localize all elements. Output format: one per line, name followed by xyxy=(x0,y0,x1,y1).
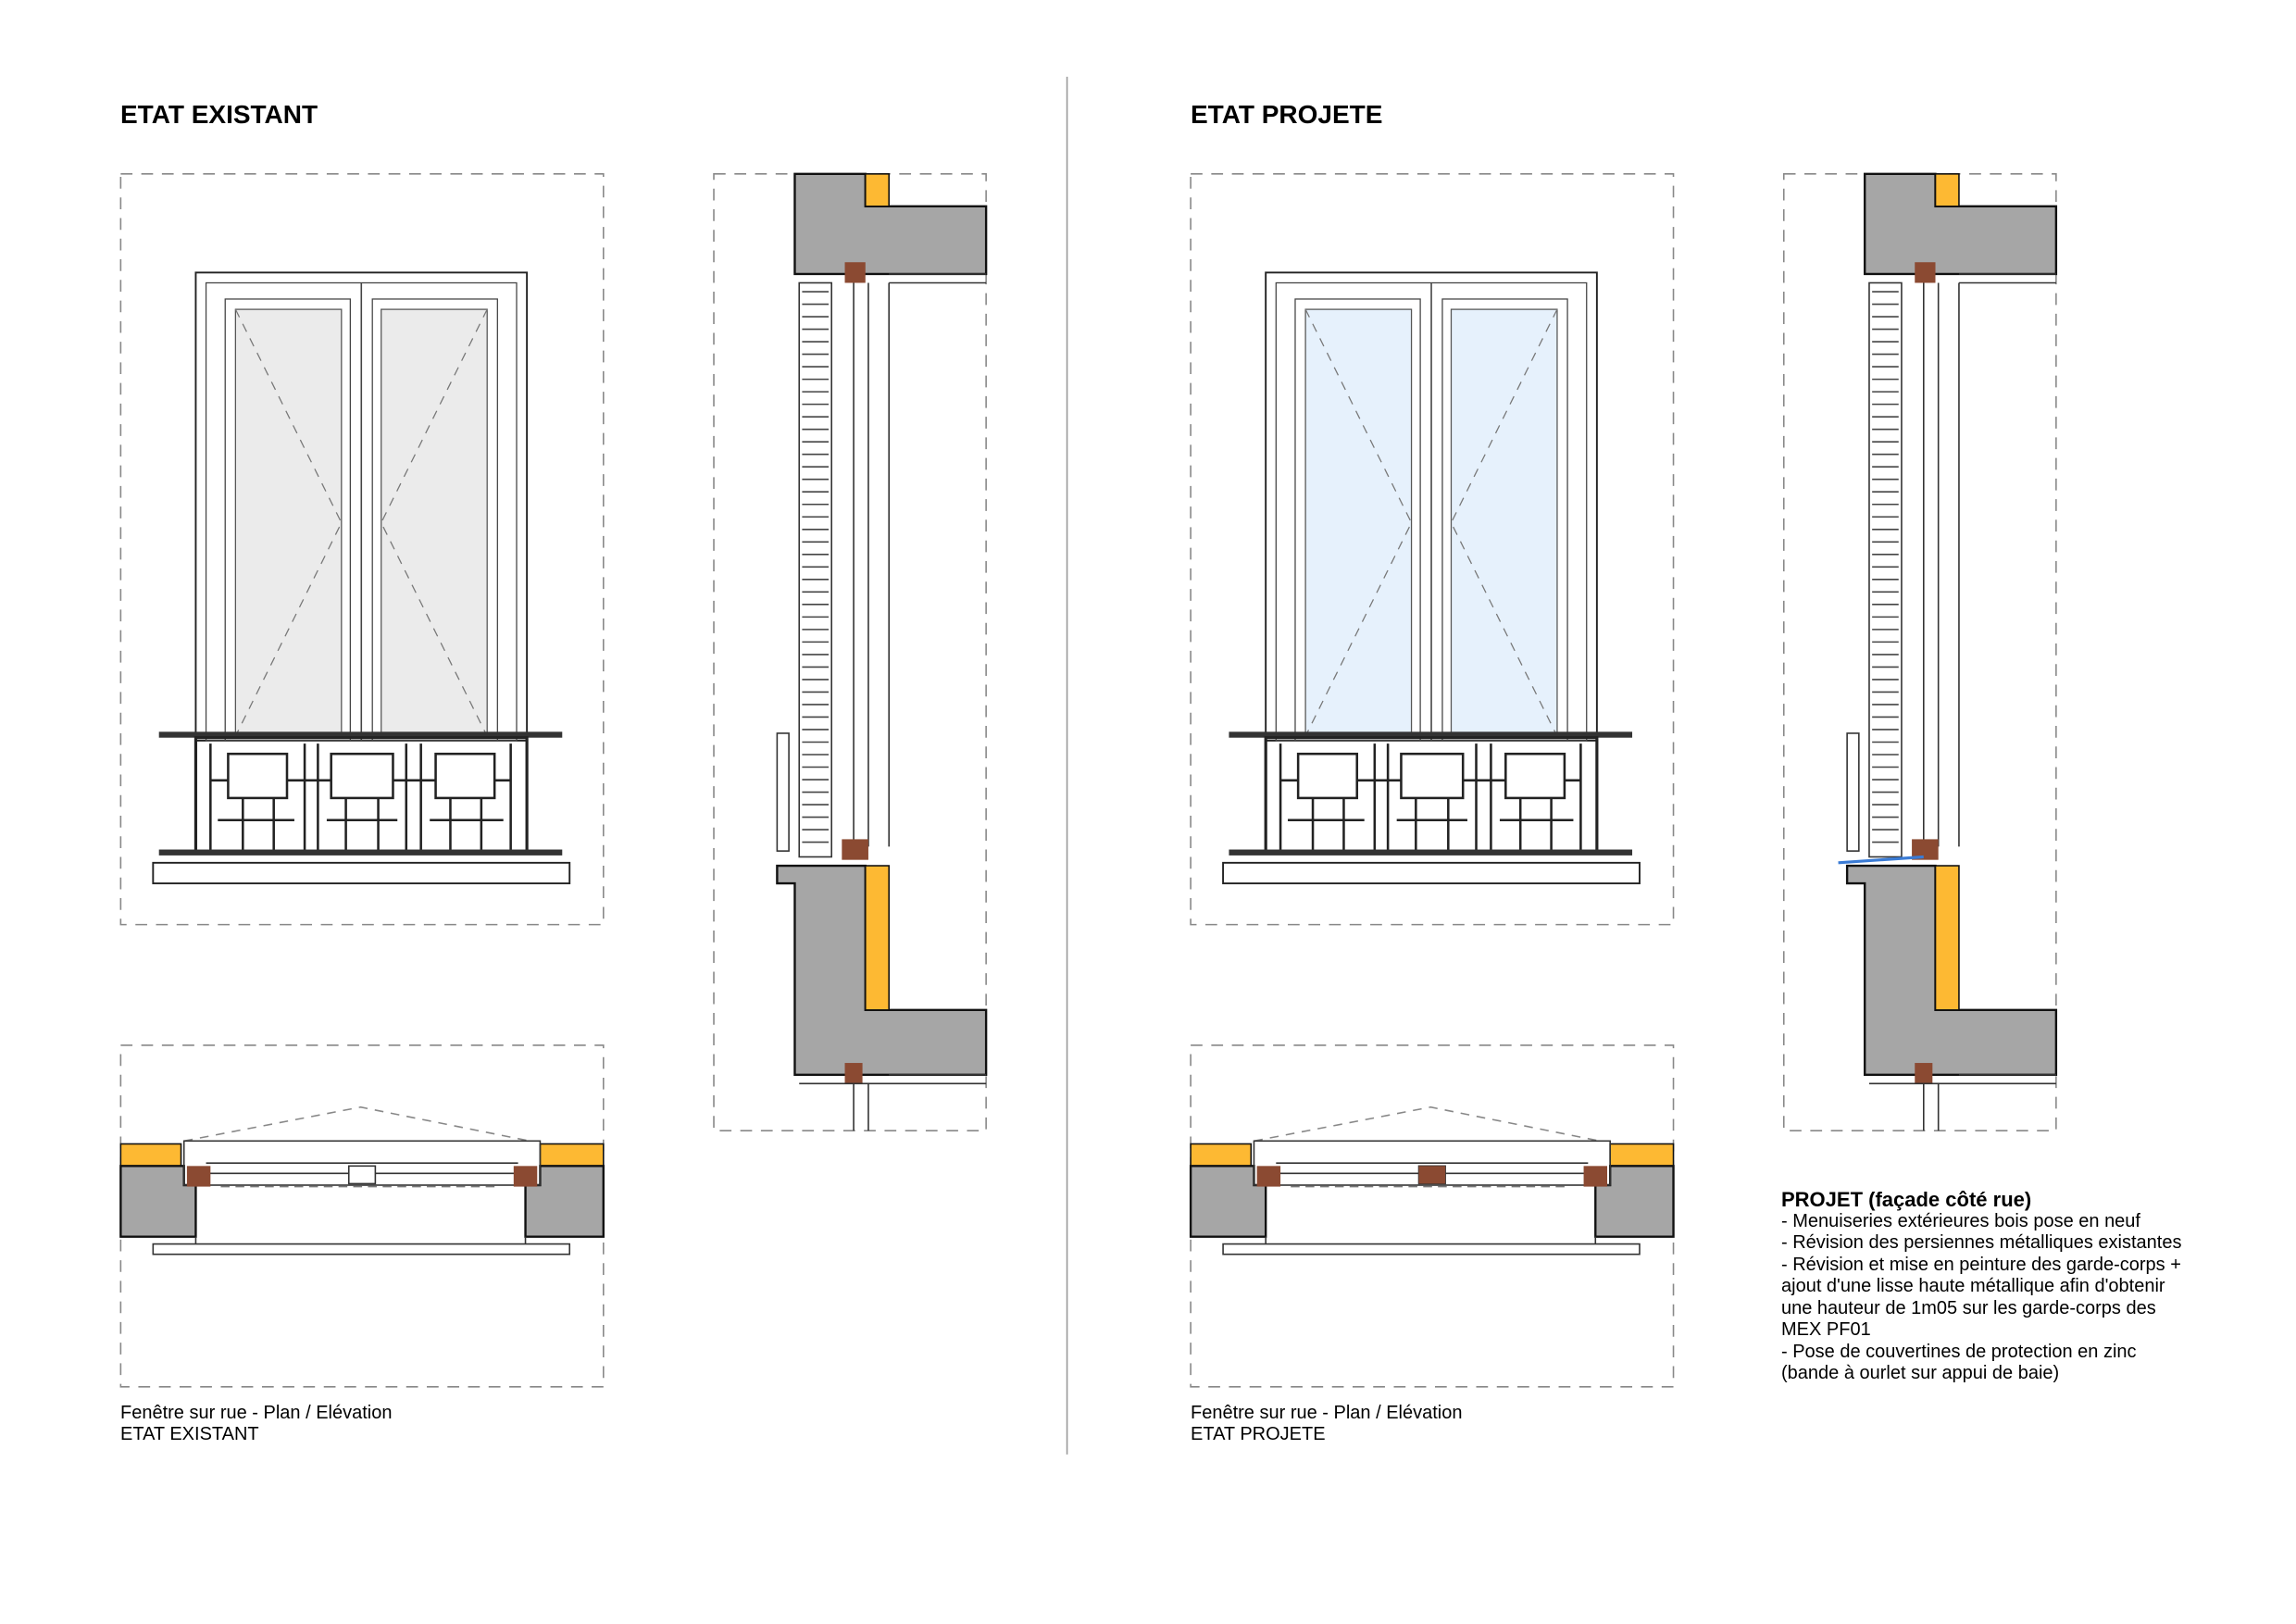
caption-line: Fenêtre sur rue - Plan / Elévation xyxy=(1191,1403,1463,1423)
existing-plan xyxy=(119,1043,605,1388)
note-line: une hauteur de 1m05 sur les garde-corps … xyxy=(1781,1297,2156,1318)
note-line: - Pose de couvertines de protection en z… xyxy=(1781,1341,2137,1362)
note-line: - Menuiseries extérieures bois pose en n… xyxy=(1781,1210,2140,1231)
projected-title: ETAT PROJETE xyxy=(1191,100,1383,129)
note-line: (bande à ourlet sur appui de baie) xyxy=(1781,1363,2060,1383)
notes-heading: PROJET (façade côté rue) xyxy=(1781,1188,2032,1211)
existing-section xyxy=(712,172,988,1132)
projected-section xyxy=(1782,172,2058,1132)
existing-elevation xyxy=(119,172,605,927)
caption-line: Fenêtre sur rue - Plan / Elévation xyxy=(120,1403,393,1423)
zinc-flashing xyxy=(1838,855,1924,865)
existing-title: ETAT EXISTANT xyxy=(120,100,318,129)
project-notes: PROJET (façade côté rue) - Menuiseries e… xyxy=(1781,1189,2216,1385)
note-line: - Révision et mise en peinture des garde… xyxy=(1781,1254,2181,1275)
caption-line: ETAT EXISTANT xyxy=(120,1424,259,1444)
note-line: ajout d'une lisse haute métallique afin … xyxy=(1781,1276,2165,1296)
projected-elevation xyxy=(1189,172,1676,927)
caption-line: ETAT PROJETE xyxy=(1191,1424,1326,1444)
central-mullion xyxy=(1418,1166,1446,1184)
note-line: MEX PF01 xyxy=(1781,1319,1871,1340)
projected-plan xyxy=(1189,1043,1675,1388)
note-line: - Révision des persiennes métalliques ex… xyxy=(1781,1232,2182,1253)
